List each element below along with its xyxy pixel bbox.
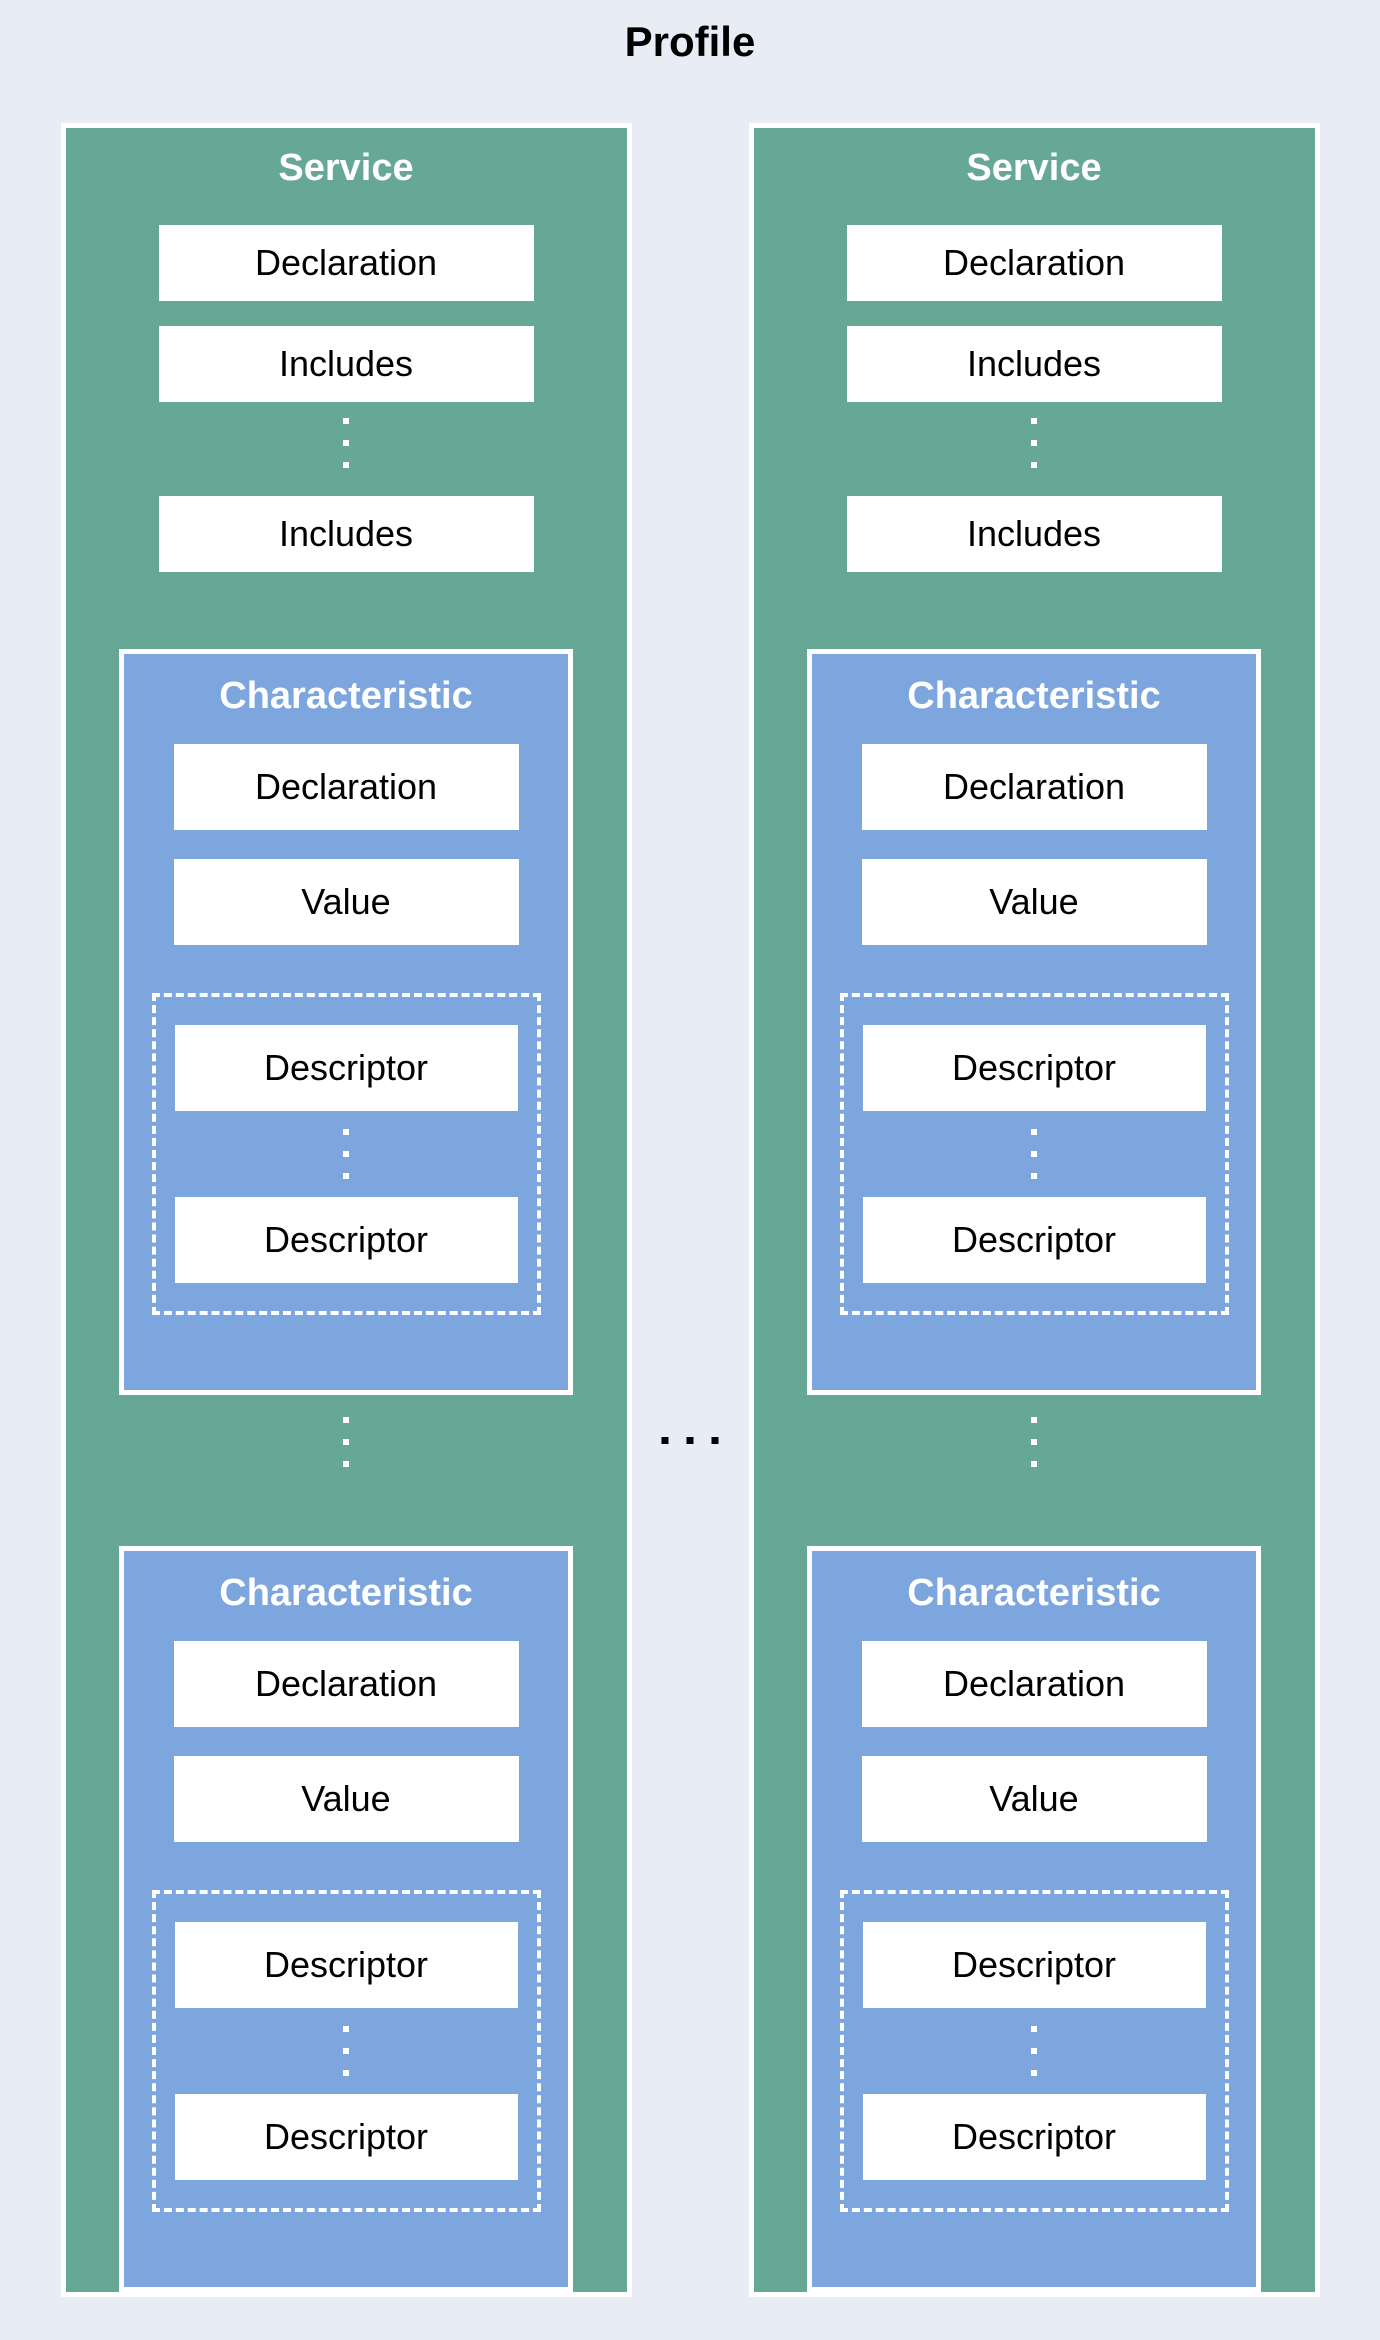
service-title: Service xyxy=(278,147,414,189)
characteristic-title: Characteristic xyxy=(907,675,1161,717)
vertical-ellipsis-icon xyxy=(1031,418,1037,468)
descriptor-box: Descriptor xyxy=(862,1025,1206,1111)
descriptor-box: Descriptor xyxy=(862,2094,1206,2180)
characteristic-value-box: Value xyxy=(173,859,519,945)
service-includes-box: Includes xyxy=(158,326,534,402)
vertical-ellipsis-icon xyxy=(1031,1129,1037,1179)
characteristic-declaration-box: Declaration xyxy=(173,1641,519,1727)
descriptor-box: Descriptor xyxy=(174,1197,518,1283)
vertical-ellipsis-icon xyxy=(343,1129,349,1179)
service-declaration-box: Declaration xyxy=(158,225,534,301)
descriptor-group: Descriptor Descriptor xyxy=(151,1890,541,2212)
characteristic-value-box: Value xyxy=(861,1756,1207,1842)
service-includes-box: Includes xyxy=(846,496,1222,572)
service-panel-1: Service Declaration Includes Includes Ch… xyxy=(60,123,632,2297)
service-panel-2: Service Declaration Includes Includes Ch… xyxy=(748,123,1320,2297)
descriptor-group: Descriptor Descriptor xyxy=(839,993,1229,1315)
service-panels-row: Service Declaration Includes Includes Ch… xyxy=(0,123,1380,2297)
service-title: Service xyxy=(966,147,1102,189)
vertical-ellipsis-icon xyxy=(343,2026,349,2076)
characteristic-title: Characteristic xyxy=(219,675,473,717)
vertical-ellipsis-icon xyxy=(343,418,349,468)
characteristic-declaration-box: Declaration xyxy=(861,1641,1207,1727)
characteristic-title: Characteristic xyxy=(219,1572,473,1614)
horizontal-ellipsis-icon xyxy=(661,1437,719,1444)
vertical-ellipsis-icon xyxy=(1031,2026,1037,2076)
descriptor-box: Descriptor xyxy=(862,1197,1206,1283)
characteristic-declaration-box: Declaration xyxy=(861,744,1207,830)
service-includes-box: Includes xyxy=(158,496,534,572)
descriptor-box: Descriptor xyxy=(174,1025,518,1111)
service-includes-box: Includes xyxy=(846,326,1222,402)
descriptor-box: Descriptor xyxy=(174,2094,518,2180)
characteristic-value-box: Value xyxy=(173,1756,519,1842)
characteristic-panel-1: Characteristic Declaration Value Descrip… xyxy=(807,649,1261,1395)
descriptor-box: Descriptor xyxy=(174,1922,518,2008)
profile-title: Profile xyxy=(624,18,756,65)
characteristic-declaration-box: Declaration xyxy=(173,744,519,830)
characteristic-title: Characteristic xyxy=(907,1572,1161,1614)
descriptor-group: Descriptor Descriptor xyxy=(839,1890,1229,2212)
characteristic-value-box: Value xyxy=(861,859,1207,945)
characteristic-panel-2: Characteristic Declaration Value Descrip… xyxy=(807,1546,1261,2292)
descriptor-group: Descriptor Descriptor xyxy=(151,993,541,1315)
service-declaration-box: Declaration xyxy=(846,225,1222,301)
characteristic-panel-1: Characteristic Declaration Value Descrip… xyxy=(119,649,573,1395)
vertical-ellipsis-icon xyxy=(1031,1417,1037,1467)
vertical-ellipsis-icon xyxy=(343,1417,349,1467)
descriptor-box: Descriptor xyxy=(862,1922,1206,2008)
characteristic-panel-2: Characteristic Declaration Value Descrip… xyxy=(119,1546,573,2292)
